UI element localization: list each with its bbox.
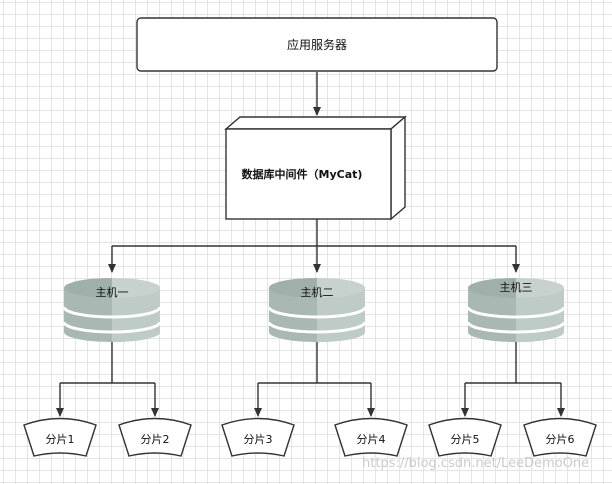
shard-label-3: 分片3 (244, 433, 273, 446)
middleware-label: 数据库中间件（MyCat) (242, 167, 363, 181)
host-node-1[interactable]: 主机一 (62, 278, 162, 342)
middleware-to-hosts-connectors (108, 219, 520, 273)
shard-label-4: 分片4 (357, 433, 386, 446)
host-node-3[interactable]: 主机三 (466, 278, 566, 342)
shard-node-4[interactable]: 分片4 (334, 417, 408, 457)
shard-shape (118, 417, 192, 457)
middleware-box-top (224, 116, 407, 130)
shard-shape (23, 417, 97, 457)
middleware-box-side (390, 115, 406, 221)
database-icon (62, 278, 162, 342)
host-label-3: 主机三 (500, 280, 533, 294)
app-server-label: 应用服务器 (287, 37, 347, 52)
host-label-1: 主机一 (96, 285, 129, 299)
app-server-node[interactable]: 应用服务器 (136, 17, 498, 72)
host-to-shard-connectors (56, 342, 565, 417)
shard-node-2[interactable]: 分片2 (118, 417, 192, 457)
shard-label-5: 分片5 (451, 433, 480, 446)
shard-label-2: 分片2 (141, 433, 170, 446)
shard-node-5[interactable]: 分片5 (428, 417, 502, 457)
middleware-node[interactable]: 数据库中间件（MyCat) (224, 115, 407, 221)
middleware-box-front (225, 128, 392, 220)
host-node-2[interactable]: 主机二 (267, 278, 367, 342)
shard-node-3[interactable]: 分片3 (221, 417, 295, 457)
shard-node-6[interactable]: 分片6 (523, 417, 597, 457)
shard-shape (334, 417, 408, 457)
host-label-2: 主机二 (301, 285, 334, 299)
app-server-box (136, 17, 498, 72)
watermark-text: https://blog.csdn.net/LeeDemoOne (362, 456, 590, 471)
shard-shape (221, 417, 295, 457)
shard-label-1: 分片1 (46, 433, 75, 446)
shard-shape (428, 417, 502, 457)
database-icon (267, 278, 367, 342)
shard-shape (523, 417, 597, 457)
database-icon (466, 278, 566, 342)
shard-node-1[interactable]: 分片1 (23, 417, 97, 457)
shard-label-6: 分片6 (546, 433, 575, 446)
